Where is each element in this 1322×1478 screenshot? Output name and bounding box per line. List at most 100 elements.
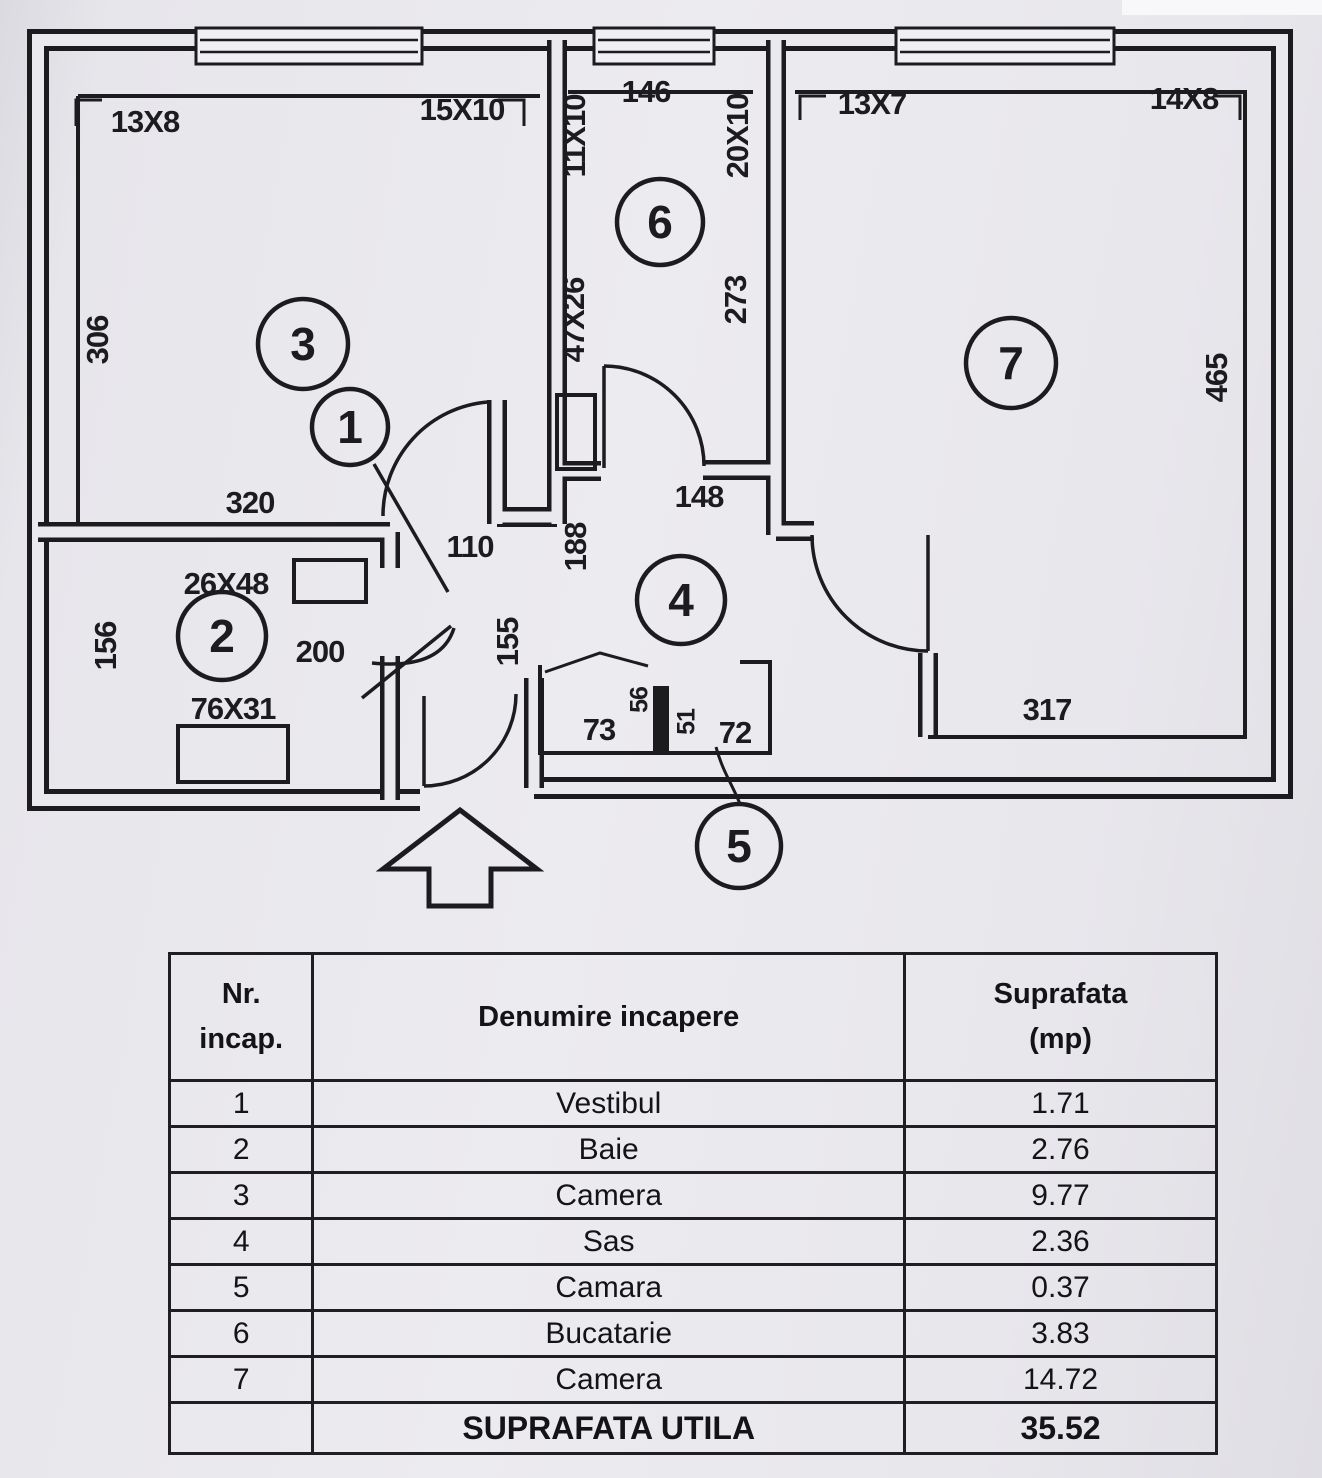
room-marker-number: 2 — [209, 610, 235, 662]
leader-line-5 — [714, 746, 742, 805]
row-room-name: Vestibul — [311, 1079, 906, 1128]
dim-label-51: 51 — [673, 708, 701, 735]
header-nr-line1: Nr. — [221, 978, 261, 1011]
room-marker-number: 6 — [647, 196, 673, 248]
dim-label-56: 56 — [626, 687, 654, 713]
bath-cabinet — [292, 558, 368, 604]
dim-label-306: 306 — [80, 315, 115, 364]
dim-label-148: 148 — [675, 479, 724, 514]
room-marker-circle — [634, 553, 728, 647]
row-area: 1.71 — [902, 1079, 1219, 1128]
total-label: SUPRAFATA UTILA — [311, 1401, 906, 1455]
room-marker-7: 7 — [963, 315, 1059, 411]
room-marker-3: 3 — [255, 296, 351, 392]
header-area: Suprafata (mp) — [902, 952, 1219, 1082]
row-nr: 4 — [167, 1217, 315, 1266]
dim-label-47x26: 47X26 — [556, 277, 591, 362]
header-nr: Nr. incap. — [167, 952, 315, 1082]
dim-label-13x8: 13X8 — [111, 104, 180, 139]
dim-label-200: 200 — [296, 634, 345, 669]
row-nr: 3 — [167, 1171, 315, 1220]
dim-label-465: 465 — [1199, 353, 1234, 402]
row-area: 0.37 — [902, 1263, 1219, 1312]
room-marker-1: 1 — [309, 386, 391, 468]
door-arc-entry — [423, 693, 518, 788]
room-marker-number: 7 — [998, 337, 1024, 389]
door-arc-kitchen — [603, 364, 706, 467]
window-room7 — [894, 26, 1116, 66]
row-nr: 1 — [167, 1079, 315, 1128]
dim-label-320: 320 — [226, 485, 275, 520]
table-header-row: Nr. incap. Denumire incapere Suprafata (… — [167, 952, 1219, 1082]
dim-label-156: 156 — [88, 621, 123, 670]
row-nr — [167, 1401, 315, 1455]
dim-label-14x8: 14X8 — [1150, 81, 1219, 116]
bathtub — [176, 724, 290, 784]
room-outlines — [74, 90, 1247, 805]
row-nr: 7 — [167, 1355, 315, 1404]
chimney-flue — [555, 393, 597, 471]
windows — [194, 26, 1116, 66]
header-nr-line2: incap. — [199, 1023, 284, 1055]
room-marker-4: 4 — [634, 553, 728, 647]
room-area-table: Nr. incap. Denumire incapere Suprafata (… — [167, 952, 1219, 1455]
room-marker-circle — [255, 296, 351, 392]
dim-label-13x7: 13X7 — [838, 86, 906, 121]
room-marker-circle — [309, 386, 391, 468]
room-marker-number: 3 — [290, 318, 316, 370]
dim-label-110: 110 — [446, 529, 493, 564]
room-marker-circle — [175, 589, 269, 683]
window-room3 — [194, 26, 424, 66]
dim-label-20x10: 20X10 — [720, 94, 755, 179]
room-marker-2: 2 — [175, 589, 269, 683]
dim-label-72: 72 — [719, 715, 751, 750]
closet-partition — [653, 686, 669, 753]
scan-paper-edge — [1122, 0, 1322, 15]
room-marker-5: 5 — [694, 801, 784, 891]
dim-label-15x10: 15X10 — [420, 92, 505, 127]
row-nr: 5 — [167, 1263, 315, 1312]
row-room-name: Camera — [311, 1171, 906, 1220]
window-kitchen — [592, 26, 716, 66]
dim-label-26x48: 26X48 — [184, 566, 269, 601]
room-marker-circle — [963, 315, 1059, 411]
room-marker-circle — [614, 176, 706, 268]
header-area-line2: (mp) — [1029, 1023, 1092, 1055]
dim-label-11x10: 11X10 — [557, 95, 592, 178]
row-area: 9.77 — [902, 1171, 1219, 1220]
room-marker-number: 1 — [337, 401, 363, 453]
row-area: 14.72 — [902, 1355, 1219, 1404]
row-area: 35.52 — [902, 1401, 1219, 1455]
row-room-name: Baie — [311, 1125, 906, 1174]
row-nr: 6 — [167, 1309, 315, 1358]
row-room-name: Camara — [311, 1263, 906, 1312]
row-area: 3.83 — [902, 1309, 1219, 1358]
dim-label-155: 155 — [490, 617, 525, 666]
door-arc-room7 — [810, 534, 929, 653]
door-leaf-bath — [360, 624, 453, 700]
dim-label-76x31: 76X31 — [191, 691, 276, 726]
door-arc-bath — [371, 627, 456, 666]
row-room-name: Bucatarie — [311, 1309, 906, 1358]
dim-label-273: 273 — [718, 275, 753, 324]
room-marker-circle — [694, 801, 784, 891]
header-area-line1: Suprafata — [993, 978, 1128, 1011]
door-arc-room3 — [381, 400, 489, 517]
room-marker-number: 5 — [726, 820, 752, 872]
room-marker-6: 6 — [614, 176, 706, 268]
room-marker-number: 4 — [668, 574, 694, 626]
door-leaf-room3 — [372, 463, 450, 593]
entrance-arrow — [375, 806, 545, 909]
dim-label-188: 188 — [558, 522, 593, 571]
row-room-name: Camera — [311, 1355, 906, 1404]
